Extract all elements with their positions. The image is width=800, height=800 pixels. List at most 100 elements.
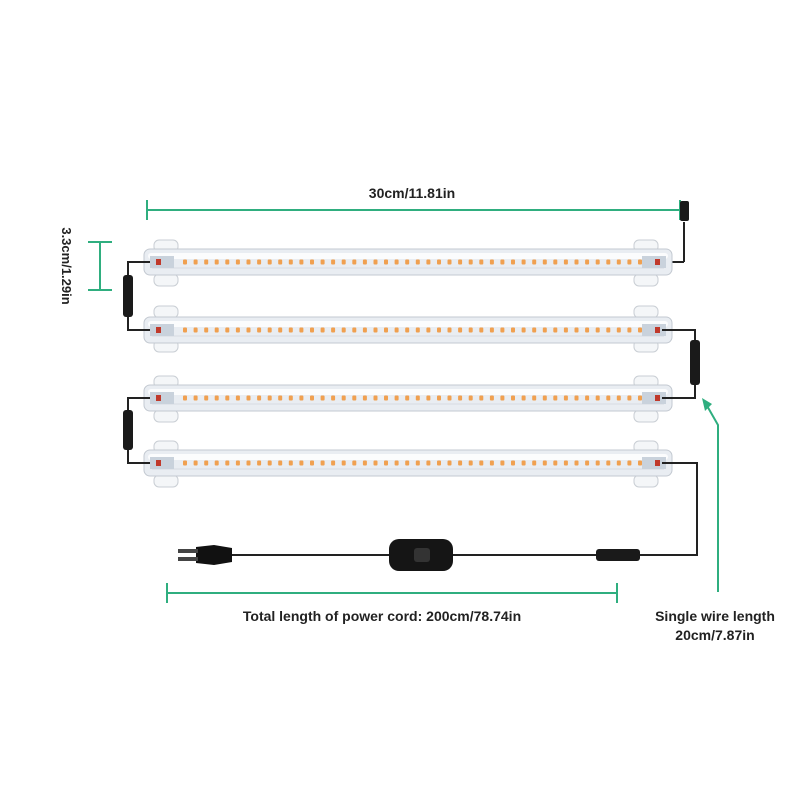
led-chip <box>447 259 452 265</box>
led-chip <box>500 460 505 466</box>
led-chip <box>288 460 293 466</box>
led-chip <box>627 460 632 466</box>
light-bar-2 <box>143 305 673 353</box>
wire-length-label-line2: 20cm/7.87in <box>675 627 754 643</box>
led-chip <box>563 460 568 466</box>
led-chip <box>362 460 367 466</box>
cord-length-dimension: Total length of power cord: 200cm/78.74i… <box>166 583 618 624</box>
led-chip <box>585 259 590 265</box>
mounting-tab <box>153 273 179 287</box>
led-chip <box>585 395 590 401</box>
led-chip <box>352 327 357 333</box>
end-component <box>655 460 660 466</box>
led-chip <box>437 327 441 333</box>
led-chip <box>532 327 537 333</box>
led-chip <box>384 327 388 333</box>
led-chip <box>542 327 547 333</box>
led-chip <box>373 395 378 401</box>
mounting-tab <box>153 474 179 488</box>
led-chip <box>458 395 463 401</box>
led-chip <box>320 395 325 401</box>
light-bar-3 <box>143 375 673 423</box>
led-chip <box>415 259 420 265</box>
width-label: 30cm/11.81in <box>369 185 455 201</box>
led-chip <box>437 460 441 466</box>
led-chip <box>299 327 304 333</box>
led-chip <box>362 259 367 265</box>
led-chip <box>320 259 325 265</box>
led-chip <box>288 327 293 333</box>
led-chip <box>331 259 336 265</box>
led-chip <box>616 259 621 265</box>
led-chip <box>500 259 505 265</box>
led-chip <box>394 460 399 466</box>
led-chip <box>479 259 484 265</box>
led-chip <box>606 395 611 401</box>
height-label: 3.3cm/1.29in <box>59 227 74 304</box>
led-chip <box>511 327 515 333</box>
mounting-tab <box>153 305 179 319</box>
led-chip <box>373 327 378 333</box>
led-chip <box>341 259 346 265</box>
led-chip <box>257 327 262 333</box>
led-chip <box>310 327 314 333</box>
led-chip <box>204 395 209 401</box>
led-chip <box>627 327 632 333</box>
link-cable-2-3 <box>662 329 700 399</box>
led-chip <box>521 259 526 265</box>
mounting-tab <box>153 409 179 423</box>
led-chip <box>235 460 240 466</box>
power-plug-icon <box>196 545 232 565</box>
led-chip <box>532 259 537 265</box>
end-component <box>156 259 161 265</box>
led-chip <box>362 395 367 401</box>
led-chip <box>458 327 463 333</box>
led-chip <box>447 327 452 333</box>
led-chip <box>468 460 473 466</box>
wire-length-label-line1: Single wire length <box>655 608 775 624</box>
led-chip <box>225 460 230 466</box>
mounting-tab <box>633 305 659 319</box>
led-chip <box>426 259 431 265</box>
led-chip <box>278 460 283 466</box>
end-circuit <box>150 256 174 268</box>
led-chip <box>394 327 399 333</box>
led-chip <box>310 460 314 466</box>
led-chip <box>278 259 283 265</box>
led-chip <box>500 327 505 333</box>
led-chip <box>574 259 579 265</box>
led-chip <box>606 327 611 333</box>
led-chip <box>183 327 187 333</box>
wire-length-callout: Single wire length 20cm/7.87in <box>655 398 775 643</box>
led-chip <box>267 460 272 466</box>
height-dimension: 3.3cm/1.29in <box>59 227 112 305</box>
led-chip <box>183 259 187 265</box>
led-chip <box>384 460 388 466</box>
led-chip <box>616 395 621 401</box>
led-chip <box>521 395 526 401</box>
led-chip <box>542 395 547 401</box>
led-chip <box>415 395 420 401</box>
led-chip <box>638 327 642 333</box>
bar-highlight <box>148 389 668 395</box>
led-chip <box>204 460 209 466</box>
led-chip <box>373 460 378 466</box>
led-chip <box>468 259 473 265</box>
led-chip <box>405 327 410 333</box>
led-chip <box>489 395 494 401</box>
bar-highlight <box>148 454 668 460</box>
led-chip <box>214 395 219 401</box>
inline-connector-icon <box>123 410 133 450</box>
led-chip <box>310 259 314 265</box>
end-circuit <box>150 324 174 336</box>
led-chip <box>638 395 642 401</box>
led-chip <box>193 259 198 265</box>
led-chip <box>563 259 568 265</box>
led-chip <box>183 460 187 466</box>
led-chip <box>257 395 262 401</box>
led-chip <box>437 259 441 265</box>
led-chip <box>373 259 378 265</box>
led-chip <box>267 327 272 333</box>
led-chip <box>288 259 293 265</box>
